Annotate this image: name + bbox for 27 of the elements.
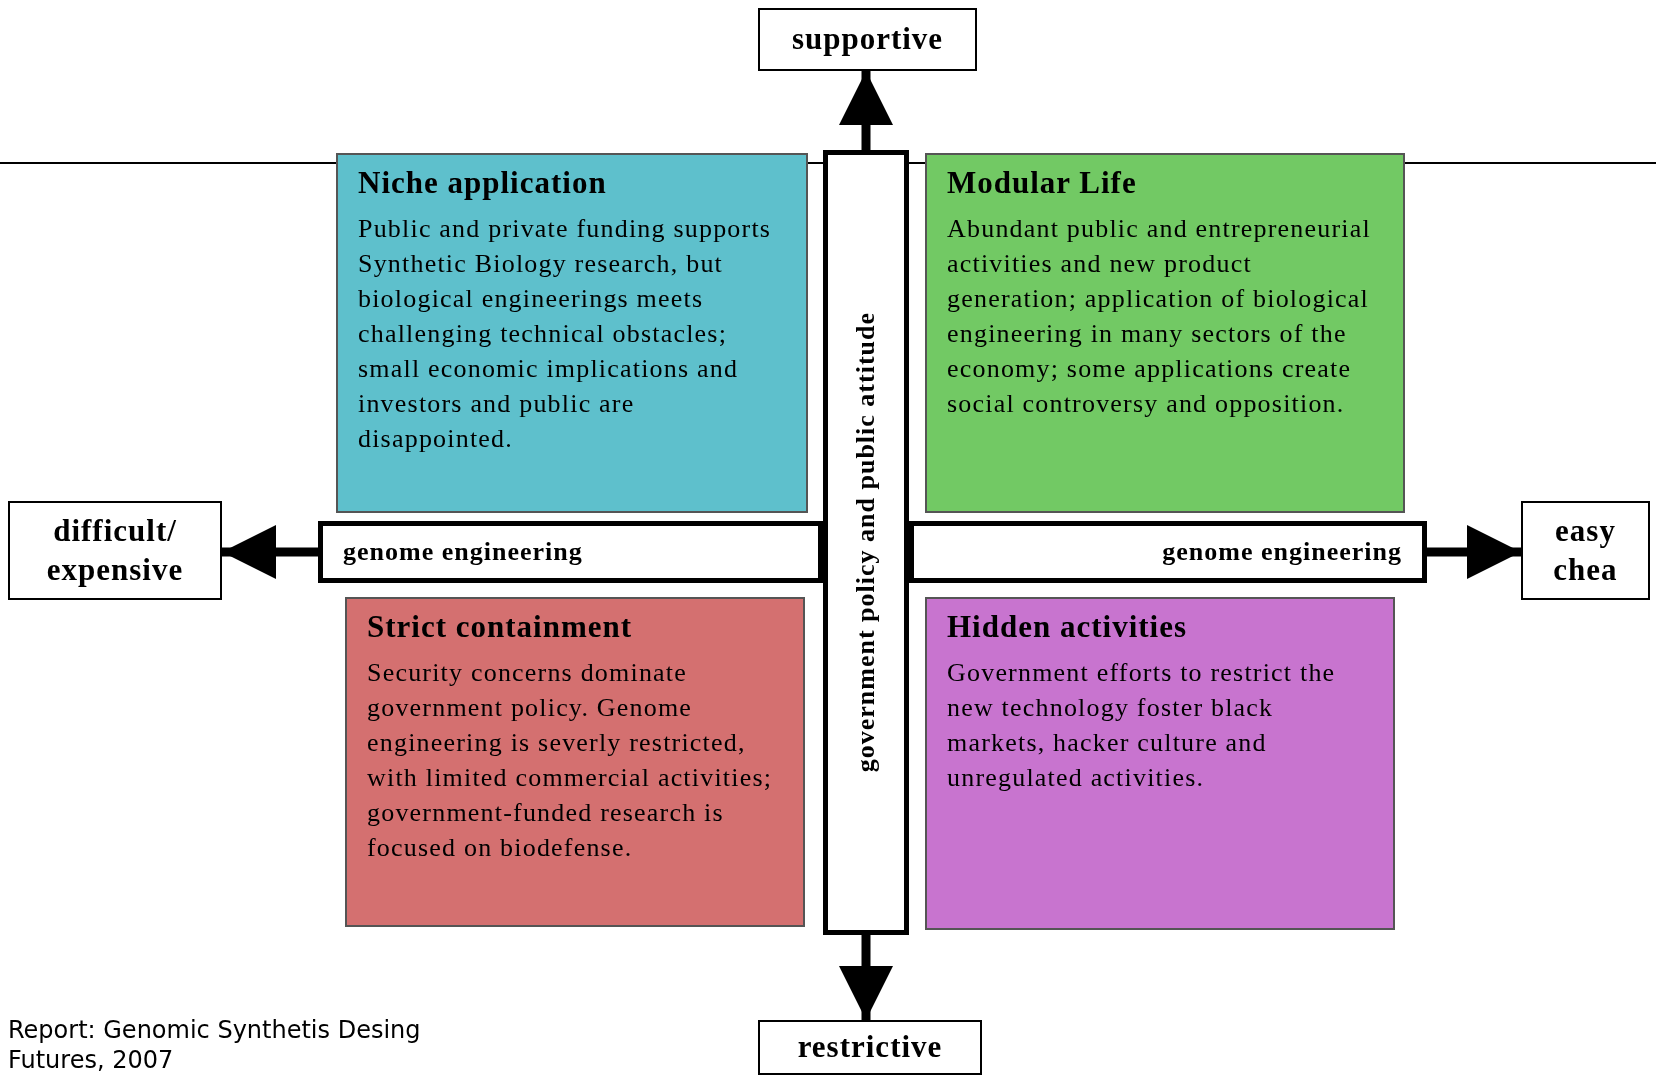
- axis-end-label: supportive: [758, 8, 977, 71]
- scenario-box: [336, 153, 808, 513]
- source-note: Report: Genomic Synthetis Desing Futures, 2007: [8, 1015, 422, 1075]
- axis-end-label: easy chea: [1521, 501, 1650, 600]
- scenario-title: Hidden activities: [947, 609, 1189, 645]
- scenario-text: Government efforts to restrict the new technology foster black markets, hacker culture and unregulated activities.: [947, 657, 1337, 794]
- arrow: [1427, 525, 1521, 579]
- axis-bar: [823, 150, 909, 935]
- axis-bar: [318, 521, 823, 583]
- axis-label: government policy and public attitude: [851, 312, 881, 773]
- scenario-text: Abundant public and entrepreneurial activities and new product generation; application of biological engineering in many sectors of the economy; some applications create social controversy and opposition.: [947, 213, 1372, 420]
- arrow: [222, 525, 318, 579]
- arrow: [839, 71, 893, 150]
- axis-bar: [909, 521, 1427, 583]
- scenario-box: [925, 597, 1395, 930]
- scenario-text: Security concerns dominate government policy. Genome engineering is severly restricted, with limited commercial activities; government-funded research is focused on biodefense.: [367, 657, 774, 864]
- scenario-box: [925, 153, 1405, 513]
- scenario-title: Strict containment: [367, 609, 634, 645]
- axis-label: genome engineering: [343, 537, 583, 567]
- axis-end-label: restrictive: [758, 1020, 982, 1075]
- axis-label: genome engineering: [1162, 537, 1402, 567]
- arrow: [839, 935, 893, 1020]
- scenario-title: Niche application: [358, 165, 608, 201]
- axis-end-label: difficult/ expensive: [8, 501, 222, 600]
- scenario-title: Modular Life: [947, 165, 1138, 201]
- scenario-text: Public and private funding supports Synthetic Biology research, but biological engineerings meets challenging technical obstacles; small economic implications and investors and public are disappointed.: [358, 213, 773, 455]
- scenario-box: [345, 597, 805, 927]
